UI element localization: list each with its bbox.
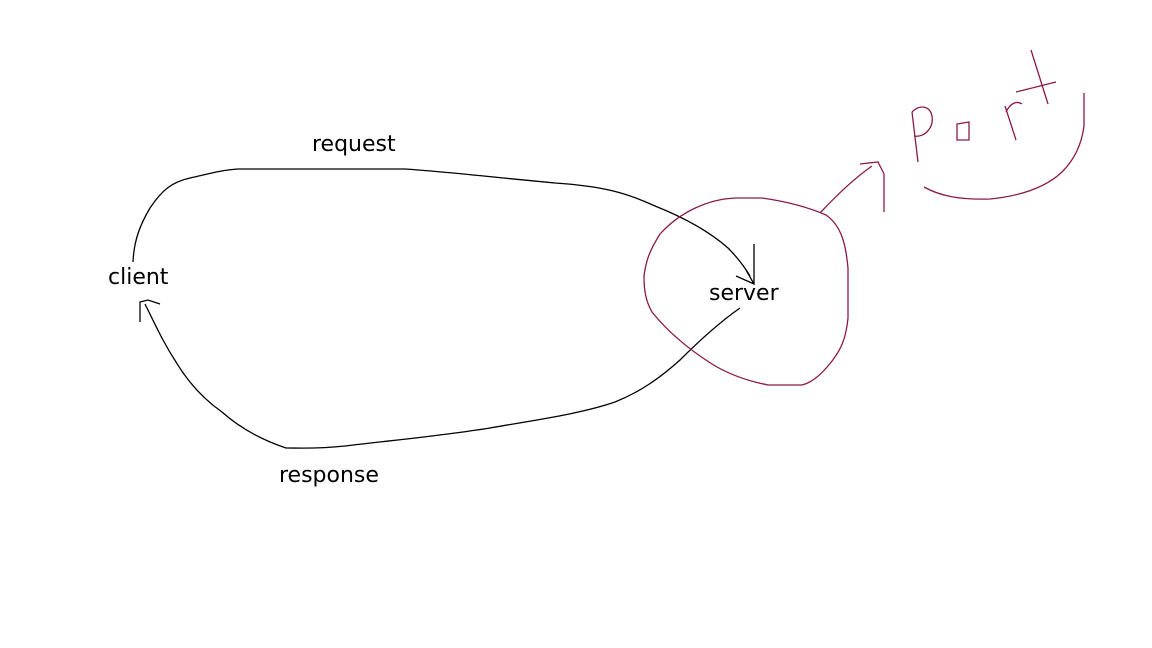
request-arrowhead: [735, 244, 755, 286]
response-label: response: [279, 463, 379, 488]
request-arrow: [132, 168, 751, 277]
request-label: request: [312, 132, 396, 157]
response-arrow: [144, 303, 741, 449]
port-arrow: [819, 161, 885, 214]
response-arrowhead: [139, 299, 161, 322]
server-circle: [643, 197, 849, 386]
client-label: client: [108, 265, 169, 290]
port-handwritten-note: [911, 49, 1085, 200]
server-label: server: [709, 281, 779, 306]
